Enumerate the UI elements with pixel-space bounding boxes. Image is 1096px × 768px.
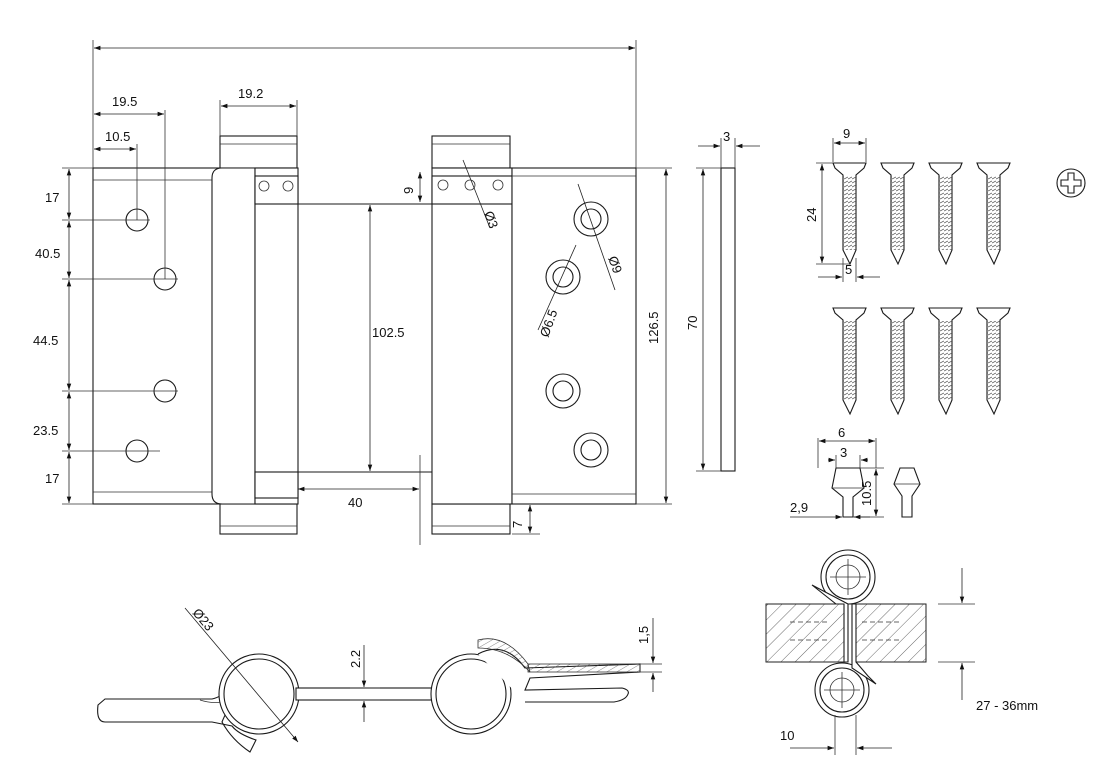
right-barrel-top xyxy=(431,135,511,169)
dim-label: 19.2 xyxy=(238,86,263,101)
dim-label: 126.5 xyxy=(646,311,661,344)
left-barrel-top xyxy=(219,135,298,169)
dim-label: Ø3 xyxy=(481,209,501,230)
dim-label: 2,9 xyxy=(790,500,808,515)
right-barrel-bottom xyxy=(431,503,511,535)
dim-label: 6 xyxy=(838,425,845,440)
installation-detail: 27 - 36mm 10 xyxy=(765,549,1038,755)
right-barrel-section xyxy=(430,653,512,735)
side-profile xyxy=(720,167,736,472)
screw xyxy=(832,162,867,266)
screw xyxy=(976,162,1011,266)
dim-label: 9 xyxy=(401,187,416,194)
dim-label: 40 xyxy=(348,495,362,510)
dim-label: 10.5 xyxy=(105,129,130,144)
dim-label: 7 xyxy=(510,521,525,528)
side-view: 3 70 xyxy=(685,129,760,472)
front-view: 19.5 10.5 19.2 17 40.5 44.5 23.5 17 9 Ø3… xyxy=(33,40,672,545)
dim-label: 23.5 xyxy=(33,423,58,438)
dim-label: 1,5 xyxy=(636,626,651,644)
plug: 6 3 10.5 2,9 xyxy=(790,425,921,520)
top-view: Ø23 2.2 1,5 xyxy=(97,605,662,753)
left-barrel-bottom xyxy=(219,503,298,535)
dim-label: Ø23 xyxy=(190,605,217,633)
dim-label: 27 - 36mm xyxy=(976,698,1038,713)
dim-label: 10.5 xyxy=(859,481,874,506)
screws: 9 24 5 xyxy=(804,126,1011,416)
dim-label: 5 xyxy=(845,262,852,277)
dim-label: 3 xyxy=(840,445,847,460)
dim-label: 19.5 xyxy=(112,94,137,109)
dim-label: 24 xyxy=(804,208,819,222)
left-leaf xyxy=(92,167,228,505)
dim-label: Ø9 xyxy=(605,254,625,275)
dim-label: 17 xyxy=(45,471,59,486)
screw xyxy=(928,307,963,416)
screw xyxy=(928,162,963,266)
dim-label: 17 xyxy=(45,190,59,205)
left-barrel-section xyxy=(218,653,300,735)
dim-label: 10 xyxy=(780,728,794,743)
screw xyxy=(880,307,915,416)
phillips-head-icon xyxy=(1056,168,1086,198)
countersunk-holes xyxy=(545,201,609,468)
dim-label: 9 xyxy=(843,126,850,141)
screw xyxy=(832,307,867,416)
screw xyxy=(880,162,915,266)
dim-label: 102.5 xyxy=(372,325,405,340)
dim-label: 44.5 xyxy=(33,333,58,348)
screw xyxy=(976,307,1011,416)
dim-label: 40.5 xyxy=(35,246,60,261)
dim-label: 2.2 xyxy=(348,650,363,668)
dim-label: 70 xyxy=(685,316,700,330)
dim-label: 3 xyxy=(723,129,730,144)
left-knuckle xyxy=(211,167,256,505)
